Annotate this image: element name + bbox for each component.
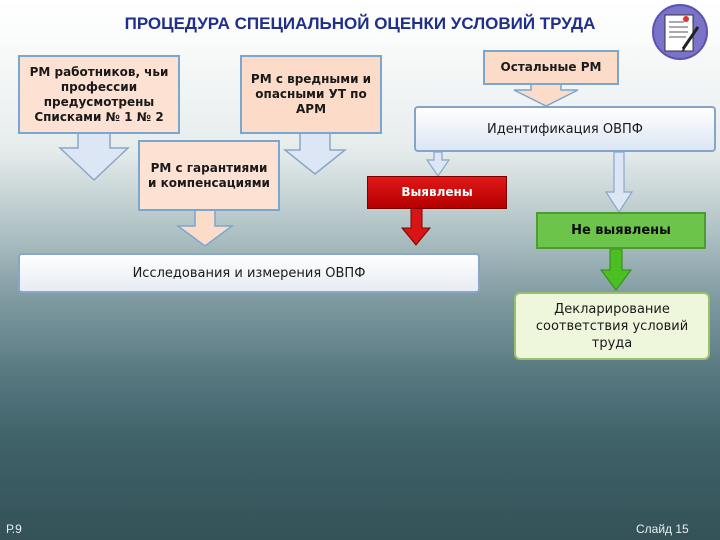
footer-right: Слайд 15 [636, 522, 689, 536]
arrow-found-research [400, 207, 432, 246]
arrow-other-down [513, 83, 579, 107]
arrow-ident-notfound [604, 151, 634, 214]
arrow-ident-found [425, 151, 451, 178]
box-not-found: Не выявлены [536, 212, 706, 249]
box-harmful: РМ с вредными и опасными УТ по АРМ [240, 55, 382, 134]
box-other: Остальные РМ [483, 50, 619, 85]
document-pen-icon [652, 4, 708, 60]
box-declaration: Декларирование соответствия условий труд… [514, 292, 710, 360]
box-workers-lists: РМ работников, чьи профессии предусмотре… [18, 55, 180, 134]
box-guarantees: РМ с гарантиями и компенсациями [138, 140, 280, 211]
box-found: Выявлены [367, 176, 507, 209]
arrow-guarantees-down [175, 209, 235, 247]
slide-title: ПРОЦЕДУРА СПЕЦИАЛЬНОЙ ОЦЕНКИ УСЛОВИЙ ТРУ… [124, 14, 596, 33]
arrow-lists-down [58, 132, 130, 182]
footer-left: Р.9 [6, 522, 22, 536]
box-identification: Идентификация ОВПФ [414, 106, 716, 152]
box-research: Исследования и измерения ОВПФ [18, 253, 480, 293]
arrow-notfound-declaration [600, 248, 632, 291]
arrow-harmful-down [282, 132, 348, 175]
